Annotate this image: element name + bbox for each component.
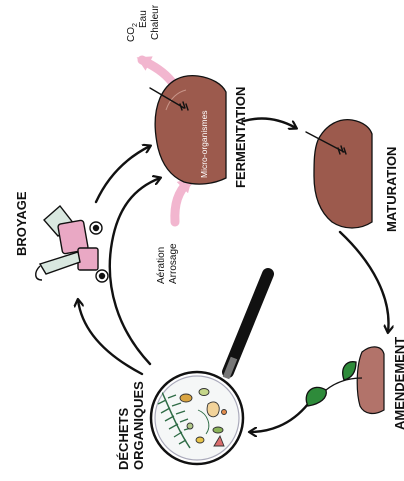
arrow-dechets-to-broyage <box>78 300 144 376</box>
thermometer-icon-2 <box>305 131 347 155</box>
compost-pile-icon <box>154 74 227 185</box>
eau-label: Eau <box>138 10 149 28</box>
dechets-line1: DÉCHETS <box>116 408 131 470</box>
magnifying-glass-icon <box>149 268 274 466</box>
stage-fermentation: FERMENTATION <box>233 87 248 188</box>
output-labels: CO2 Eau Chaleur <box>126 4 161 42</box>
pink-arrows <box>136 55 193 227</box>
input-labels: Aération Arrosage <box>156 243 179 284</box>
soil-mound <box>356 346 385 415</box>
amendement-group <box>305 346 385 415</box>
pile-label: Micro-organismes <box>199 110 209 178</box>
arrosage-label: Arrosage <box>168 243 179 284</box>
compost-pile-icon-2 <box>313 118 373 229</box>
sprout-icon <box>305 361 363 407</box>
arrow-amendement-to-dechets <box>250 402 310 432</box>
stage-amendement: AMENDEMENT <box>392 337 404 430</box>
chaleur-label: Chaleur <box>150 4 161 40</box>
aeration-label: Aération <box>156 247 167 284</box>
stage-broyage: BROYAGE <box>14 191 29 256</box>
dechets-line2: ORGANIQUES <box>131 381 146 470</box>
stage-dechets-organiques: DÉCHETS ORGANIQUES <box>116 381 146 470</box>
thermometer-icon <box>149 87 189 111</box>
arrow-maturation-to-amendement <box>338 230 389 332</box>
maturation-pile <box>305 118 373 229</box>
fermentation-pile: Micro-organismes <box>149 74 227 185</box>
arrow-fermentation-to-maturation <box>242 117 296 128</box>
output-arrow <box>136 55 177 87</box>
input-arrow <box>170 177 193 227</box>
co2-label: CO2 <box>126 23 139 42</box>
arrow-broyage-to-fermentation <box>94 146 150 204</box>
cycle-arrows <box>78 117 389 432</box>
arrow-dechets-to-fermentation <box>108 178 160 366</box>
stage-maturation: MATURATION <box>384 147 399 232</box>
grinder-icon <box>35 204 109 283</box>
